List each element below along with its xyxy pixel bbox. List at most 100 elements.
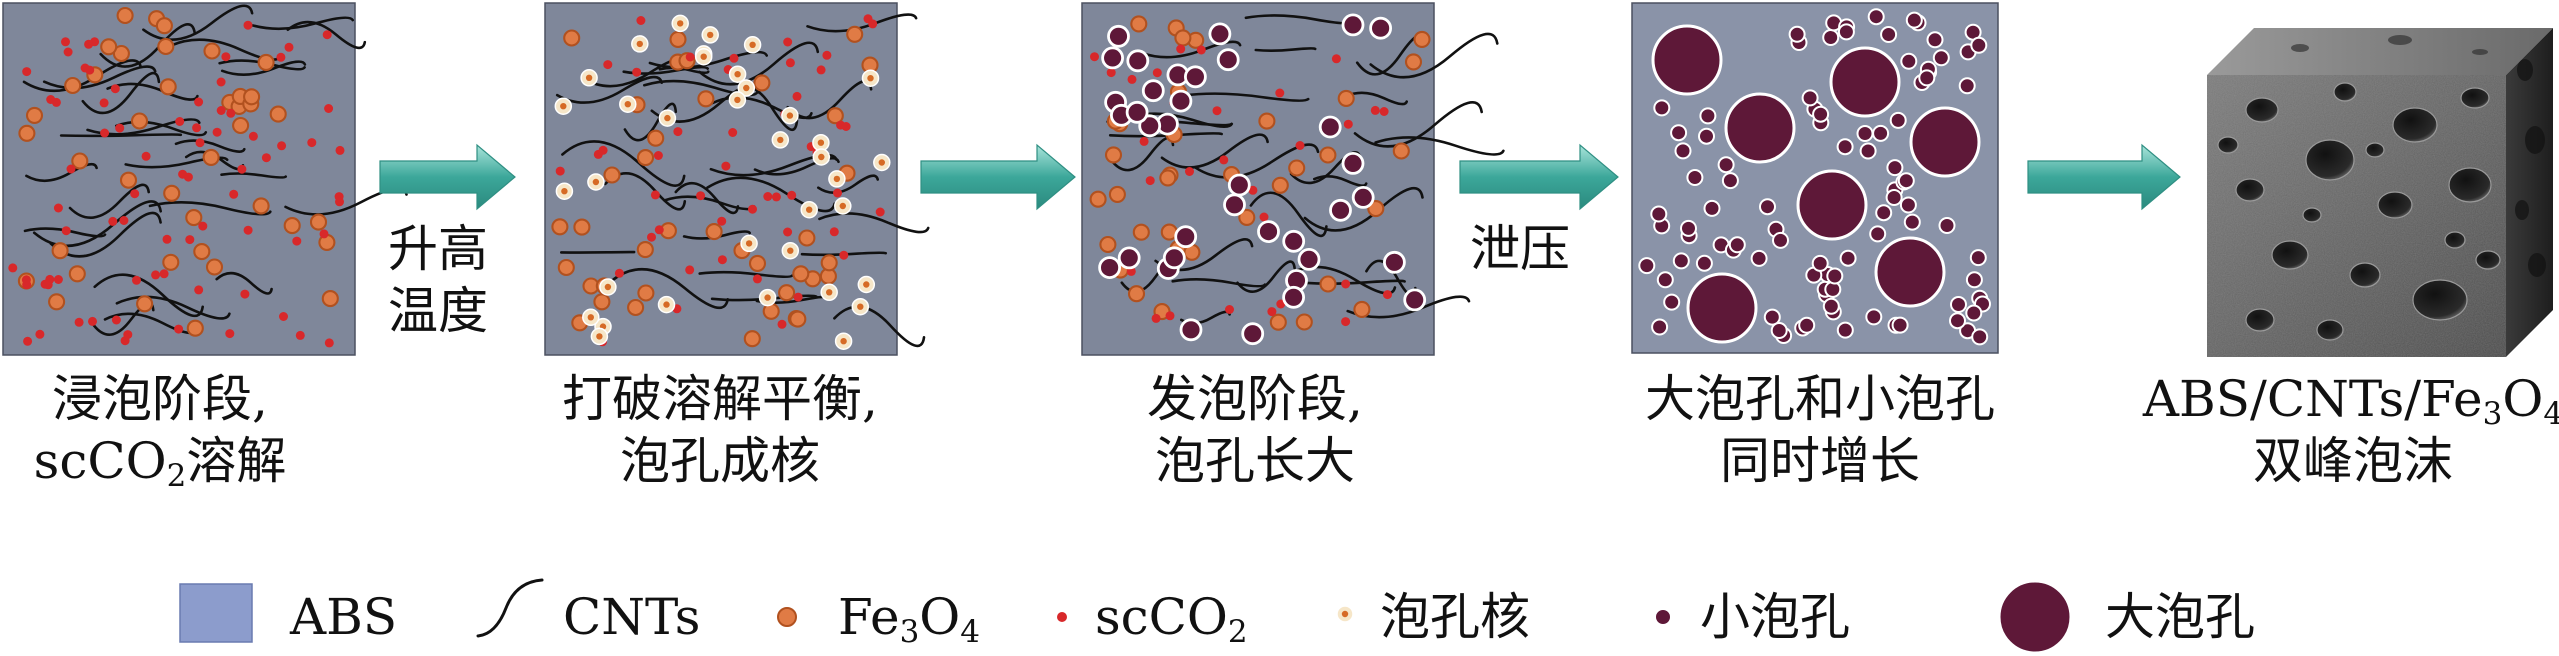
foam-pore <box>2217 136 2239 154</box>
foam-pore <box>2377 191 2413 219</box>
cnt-fiber <box>561 140 686 187</box>
small-cell <box>1869 225 1887 243</box>
small-cell <box>1759 198 1776 216</box>
scco2-molecule <box>110 84 120 94</box>
scco2-molecule <box>53 203 63 213</box>
fe3o4-particle <box>18 124 36 142</box>
cnt-fiber <box>682 230 751 240</box>
scco2-molecule <box>1370 105 1380 115</box>
small-cell <box>1101 46 1124 70</box>
fe3o4-particle <box>100 38 118 56</box>
cnt-fiber <box>286 20 367 50</box>
fe3o4-particle <box>636 241 654 259</box>
nucleus-core <box>840 338 847 345</box>
small-cell <box>1257 220 1280 244</box>
scco2-molecule <box>1127 74 1137 84</box>
nucleus-core <box>764 294 771 301</box>
scco2-molecule <box>80 63 90 73</box>
scco2-molecule <box>63 47 73 57</box>
scco2-molecule <box>1196 45 1206 55</box>
large-cell <box>1909 106 1981 178</box>
scco2-molecule <box>243 20 253 30</box>
panel-nucleation <box>544 2 930 356</box>
small-cell <box>1772 231 1789 249</box>
fe3o4-particle <box>252 197 270 215</box>
fe3o4-particle <box>1337 89 1355 107</box>
cnt-fiber <box>817 174 879 194</box>
scco2-molecule <box>119 216 129 225</box>
small-cell <box>1856 125 1874 142</box>
foam-pore <box>2302 207 2322 223</box>
cnt-fiber <box>818 212 930 234</box>
foam-pore <box>2316 319 2344 341</box>
fe3o4-particle <box>25 106 44 124</box>
legend-icon-nucleus-core <box>1341 610 1349 618</box>
small-cell <box>1900 52 1918 70</box>
small-cell <box>1223 193 1246 217</box>
scco2-molecule <box>248 131 258 141</box>
legend-label-cnts: CNTs <box>563 588 701 646</box>
fe3o4-particle <box>119 171 138 189</box>
foam-pore <box>2472 49 2488 55</box>
fe3o4-particle <box>136 295 154 313</box>
fe3o4-particle <box>193 243 211 261</box>
small-cell <box>1905 11 1923 29</box>
scco2-molecule <box>88 316 97 326</box>
process-arrow <box>920 143 1076 211</box>
nucleus-core <box>700 53 707 60</box>
foam-pore <box>2245 308 2275 332</box>
legend-icon-abs <box>179 583 253 643</box>
cnt-fiber <box>68 183 150 219</box>
small-cell <box>1836 138 1854 156</box>
fe3o4-particle <box>48 293 66 311</box>
small-cell <box>1969 249 1987 267</box>
fe3o4-particle <box>1174 29 1192 47</box>
small-cell <box>1721 172 1739 190</box>
cnt-fiber <box>1160 133 1269 169</box>
fe3o4-particle <box>157 37 175 56</box>
scco2-molecule <box>111 315 121 325</box>
panel-foaming <box>1081 2 1505 356</box>
scco2-molecule <box>216 106 226 115</box>
scco2-molecule <box>322 30 332 40</box>
small-cell <box>1932 49 1950 67</box>
scco2-molecule <box>1152 68 1162 78</box>
scco2-molecule <box>1341 279 1351 289</box>
small-cell <box>1341 13 1365 37</box>
legend-icon-scco2 <box>1057 612 1067 622</box>
small-cell <box>1788 25 1806 43</box>
scco2-molecule <box>752 274 762 284</box>
foam-pore <box>2475 250 2501 270</box>
fe3o4-particle <box>669 30 687 48</box>
scco2-molecule <box>868 19 878 29</box>
small-cell <box>1651 318 1669 336</box>
scco2-molecule <box>277 141 287 151</box>
legend-label-scco2: scCO2 <box>1095 588 1248 650</box>
nucleus-core <box>664 114 671 122</box>
cnt-fiber <box>93 273 204 318</box>
foam-pore <box>2517 59 2533 81</box>
small-cell <box>1126 49 1150 73</box>
cnt-fiber <box>169 38 283 61</box>
scco2-molecule <box>100 128 110 138</box>
scco2-molecule <box>243 225 253 235</box>
fe3o4-particle <box>1353 300 1371 318</box>
small-cell <box>1770 322 1788 339</box>
small-cell <box>1663 293 1681 311</box>
fe3o4-particle <box>1319 146 1337 164</box>
cnt-fiber <box>1236 260 1296 293</box>
small-cell <box>1859 142 1877 160</box>
scco2-molecule <box>793 292 803 302</box>
cnt-fiber <box>1346 295 1471 319</box>
scco2-molecule <box>1106 68 1116 78</box>
scco2-molecule <box>771 192 781 202</box>
scco2-molecule <box>61 226 71 236</box>
small-cell <box>1867 8 1885 26</box>
small-cell <box>1656 271 1674 289</box>
foam-pore <box>2333 82 2357 102</box>
cnt-fiber <box>610 268 729 309</box>
fe3o4-particle <box>647 129 665 147</box>
small-cell <box>1812 105 1830 123</box>
scco2-molecule <box>115 123 125 133</box>
scco2-molecule <box>225 329 235 339</box>
